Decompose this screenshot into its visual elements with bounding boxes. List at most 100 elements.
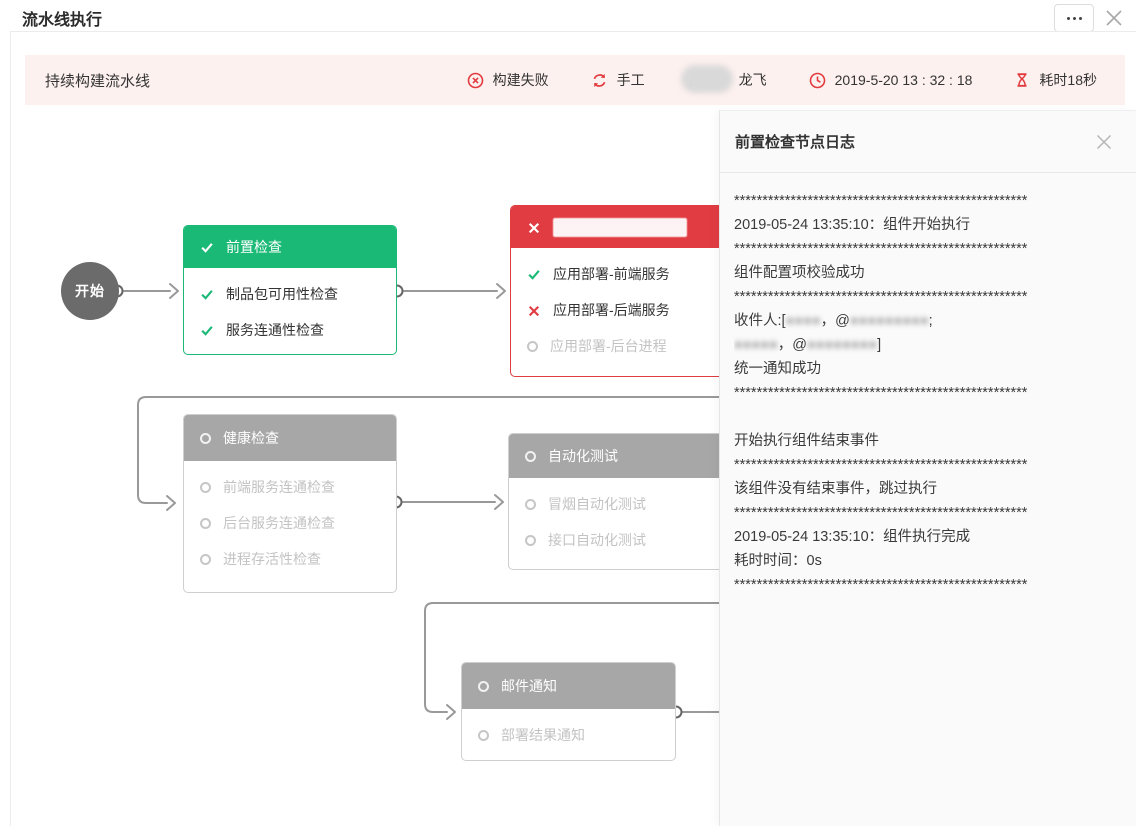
redacted-text: ●●●● <box>785 313 821 329</box>
node-header[interactable]: 邮件通知 <box>462 663 675 709</box>
duration-label: 耗时18秒 <box>1039 72 1097 88</box>
node-header[interactable]: 前置检查 <box>184 226 396 268</box>
node-item[interactable]: 接口自动化测试 <box>509 522 749 558</box>
circle-icon <box>478 729 489 741</box>
duration: 耗时18秒 <box>1014 70 1097 90</box>
circle-icon <box>525 498 536 510</box>
log-content[interactable]: ****************************************… <box>720 173 1136 597</box>
trigger-mode: 手工 <box>591 70 645 90</box>
close-icon[interactable] <box>1103 7 1125 29</box>
log-line: 2019-05-24 13:35:10：组件开始执行 <box>734 217 971 233</box>
log-line: ****************************************… <box>734 505 1028 521</box>
log-line: 2019-05-24 13:35:10：组件执行完成 <box>734 529 971 545</box>
pipeline-node-autotest[interactable]: 自动化测试冒烟自动化测试接口自动化测试 <box>508 433 750 570</box>
log-text: 收件人:[ <box>734 313 786 329</box>
build-time: 2019-5-20 13 : 32 : 18 <box>809 72 973 89</box>
node-body: 应用部署-前端服务应用部署-后端服务应用部署-后台进程 <box>511 248 749 364</box>
node-title: 邮件通知 <box>501 678 557 694</box>
operator-name: 龙飞 <box>738 72 767 88</box>
log-text: ] <box>877 337 882 353</box>
clock-icon <box>809 72 825 88</box>
item-label: 部署结果通知 <box>501 727 585 743</box>
redacted-text: ●●●●●●●● <box>807 337 878 353</box>
operator-redaction <box>680 65 733 93</box>
cross-icon <box>528 305 540 316</box>
pipeline-name: 持续构建流水线 <box>45 72 151 90</box>
modal-left-edge <box>10 31 11 826</box>
item-label: 后台服务连通检查 <box>223 515 335 531</box>
log-line: 统一通知成功 <box>734 361 821 377</box>
node-title: 健康检查 <box>223 430 279 446</box>
log-close-icon[interactable] <box>1094 132 1114 152</box>
log-line <box>734 405 1122 429</box>
circle-icon <box>200 553 211 565</box>
build-time-label: 2019-5-20 13 : 32 : 18 <box>834 72 973 88</box>
more-button[interactable] <box>1054 4 1094 32</box>
hourglass-icon <box>1017 73 1027 87</box>
node-item[interactable]: 应用部署-前端服务 <box>511 256 749 292</box>
log-line: 开始执行组件结束事件 <box>734 433 879 449</box>
node-item[interactable]: 后台服务连通检查 <box>184 505 396 541</box>
circle-icon <box>525 450 536 462</box>
node-header[interactable]: 健康检查 <box>184 415 396 461</box>
circle-icon <box>525 534 536 546</box>
circle-icon <box>527 340 538 352</box>
log-line: 该组件没有结束事件，跳过执行 <box>734 481 937 497</box>
circle-icon <box>478 680 489 692</box>
node-item[interactable]: 制品包可用性检查 <box>184 276 396 312</box>
item-label: 冒烟自动化测试 <box>548 496 646 512</box>
cross-icon <box>528 222 540 233</box>
node-item[interactable]: 服务连通性检查 <box>184 312 396 348</box>
log-line: 组件配置项校验成功 <box>734 265 865 281</box>
pipeline-node-deploy[interactable]: 应用部署-前端服务应用部署-后端服务应用部署-后台进程 <box>510 205 750 377</box>
log-panel-title: 前置检查节点日志 <box>735 134 856 151</box>
node-header[interactable]: 自动化测试 <box>509 434 749 478</box>
node-title: 自动化测试 <box>548 448 618 464</box>
trigger-label: 手工 <box>616 72 645 88</box>
item-label: 服务连通性检查 <box>226 322 324 338</box>
ellipsis-icon <box>1066 16 1082 20</box>
log-panel-header: 前置检查节点日志 <box>720 111 1136 173</box>
item-label: 制品包可用性检查 <box>226 286 338 302</box>
build-status-label: 构建失败 <box>492 72 549 88</box>
node-item[interactable]: 前端服务连通检查 <box>184 469 396 505</box>
redacted-text: ●●●●● <box>734 337 778 353</box>
node-item[interactable]: 冒烟自动化测试 <box>509 486 749 522</box>
node-header[interactable] <box>511 206 749 248</box>
check-icon <box>201 289 213 300</box>
log-line: 耗时时间：0s <box>734 553 822 569</box>
log-line: ****************************************… <box>734 577 1028 593</box>
node-item[interactable]: 应用部署-后台进程 <box>511 328 749 364</box>
log-line: ****************************************… <box>734 457 1028 473</box>
start-node[interactable]: 开始 <box>61 262 119 320</box>
refresh-icon <box>593 73 606 87</box>
build-status: 构建失败 <box>467 70 549 90</box>
check-icon <box>528 269 540 280</box>
pipeline-node-health[interactable]: 健康检查前端服务连通检查后台服务连通检查进程存活性检查 <box>183 414 397 593</box>
circle-icon <box>200 481 211 493</box>
check-icon <box>201 325 213 336</box>
log-line: ****************************************… <box>734 241 1028 257</box>
log-line: 收件人:[●●●●，@●●●●●●●●●; <box>734 309 1122 333</box>
item-label: 进程存活性检查 <box>223 551 321 567</box>
start-node-label: 开始 <box>75 283 105 299</box>
error-circle-icon <box>467 72 483 88</box>
node-title-redaction <box>553 217 687 237</box>
node-item[interactable]: 应用部署-后端服务 <box>511 292 749 328</box>
circle-icon <box>200 432 211 444</box>
item-label: 应用部署-前端服务 <box>553 266 670 282</box>
pipeline-node-precheck[interactable]: 前置检查制品包可用性检查服务连通性检查 <box>183 225 397 355</box>
pipeline-node-mail[interactable]: 邮件通知部署结果通知 <box>461 662 676 761</box>
title-divider <box>10 31 1136 32</box>
log-text: ，@ <box>777 337 808 353</box>
item-label: 应用部署-后端服务 <box>553 302 670 318</box>
node-body: 制品包可用性检查服务连通性检查 <box>184 268 396 348</box>
item-label: 接口自动化测试 <box>548 532 646 548</box>
redacted-text: ●●●●●●●●● <box>849 313 929 329</box>
node-item[interactable]: 进程存活性检查 <box>184 541 396 577</box>
circle-icon <box>200 517 211 529</box>
node-item[interactable]: 部署结果通知 <box>462 717 675 753</box>
node-body: 冒烟自动化测试接口自动化测试 <box>509 478 749 558</box>
node-title: 前置检查 <box>226 239 282 255</box>
pipeline-status-bar: 持续构建流水线 构建失败 手工 龙飞 <box>25 55 1125 105</box>
